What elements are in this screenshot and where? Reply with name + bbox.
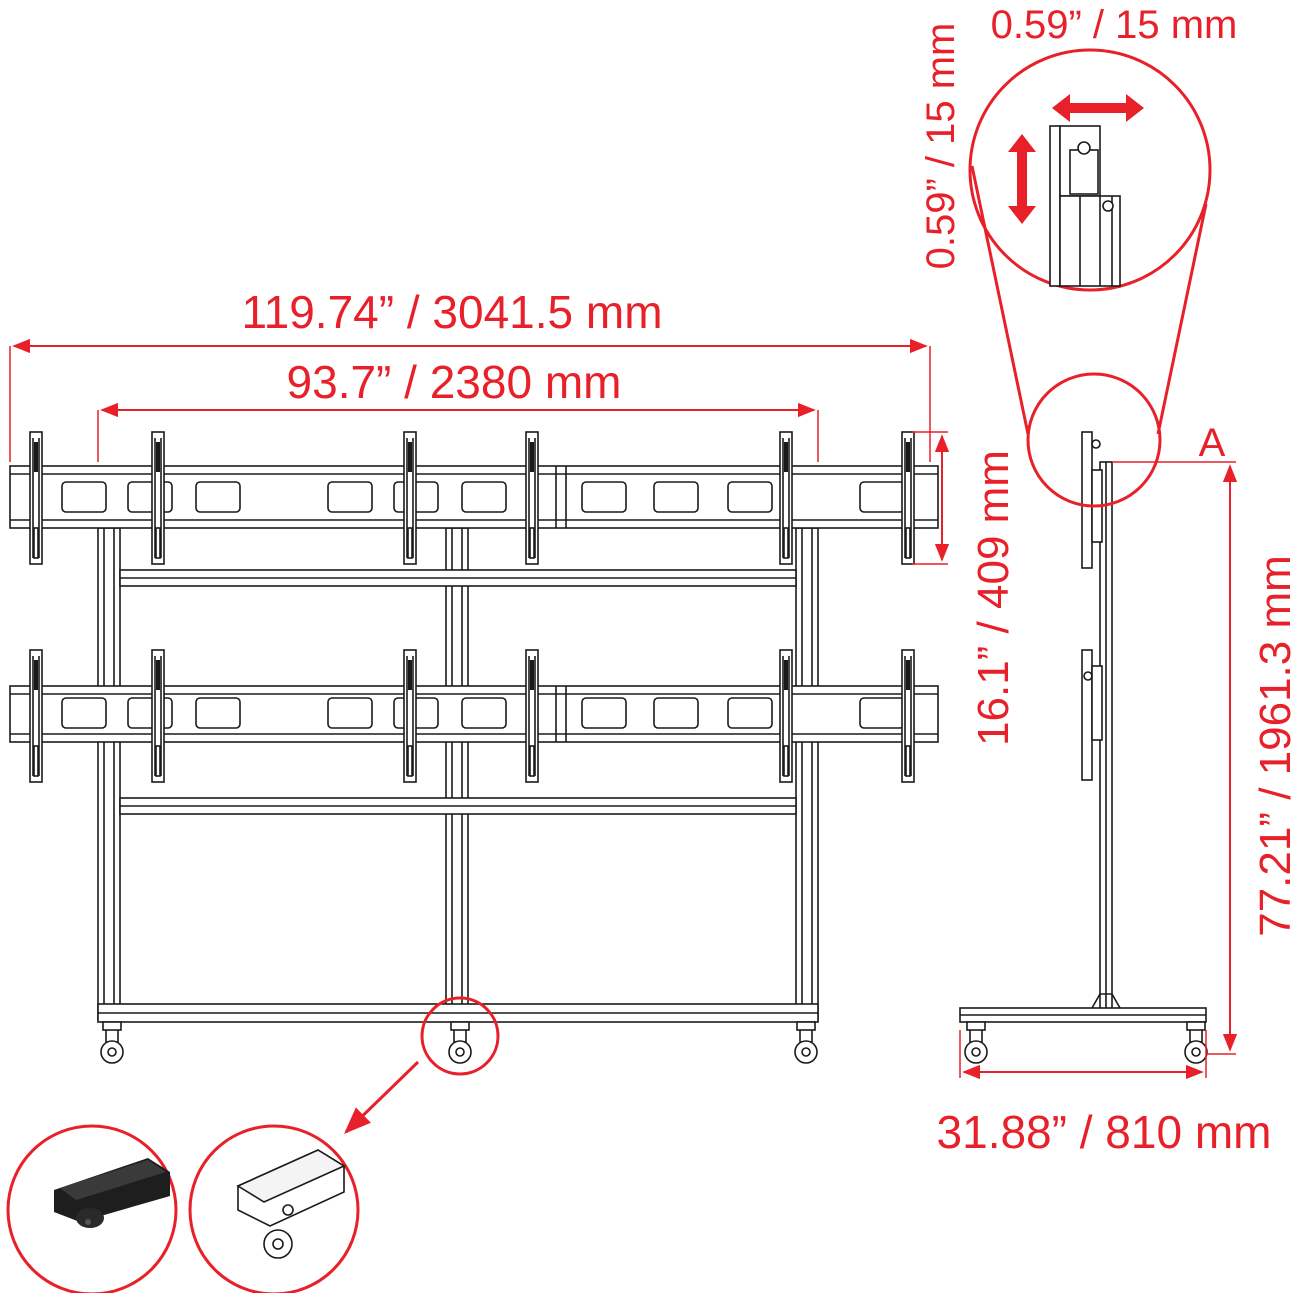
front-casters [100,1021,818,1064]
front-view [9,431,939,1076]
detail-a-label: A [1199,421,1226,465]
caster-detail-right [188,1124,360,1293]
vertical-posts [97,527,819,1021]
caster-photo-details [6,1060,420,1293]
inner-width-label: 93.7” / 2380 mm [287,356,622,408]
overall-width-label: 119.74” / 3041.5 mm [241,286,662,338]
dimension-lines [9,338,1238,1080]
caster-detail-left [6,1124,178,1293]
lower-mounting-rail [9,685,939,743]
base-depth-label: 31.88” / 810 mm [937,1106,1272,1158]
horizontal-adjust-label: 0.59” / 15 mm [991,3,1238,47]
adjustment-zoom-detail [968,48,1212,435]
total-height-label: 77.21” / 1961.3 mm [1251,555,1300,937]
side-view [959,372,1208,1064]
adjustment-detail-highlight [1026,372,1162,508]
side-casters [964,1021,1208,1064]
upper-mounting-rail [9,465,939,529]
vertical-adjust-label: 0.59” / 15 mm [919,23,963,270]
cross-bars [97,569,819,1023]
bracket-height-label: 16.1” / 409 mm [969,450,1018,746]
caster-detail-highlight [420,996,500,1076]
